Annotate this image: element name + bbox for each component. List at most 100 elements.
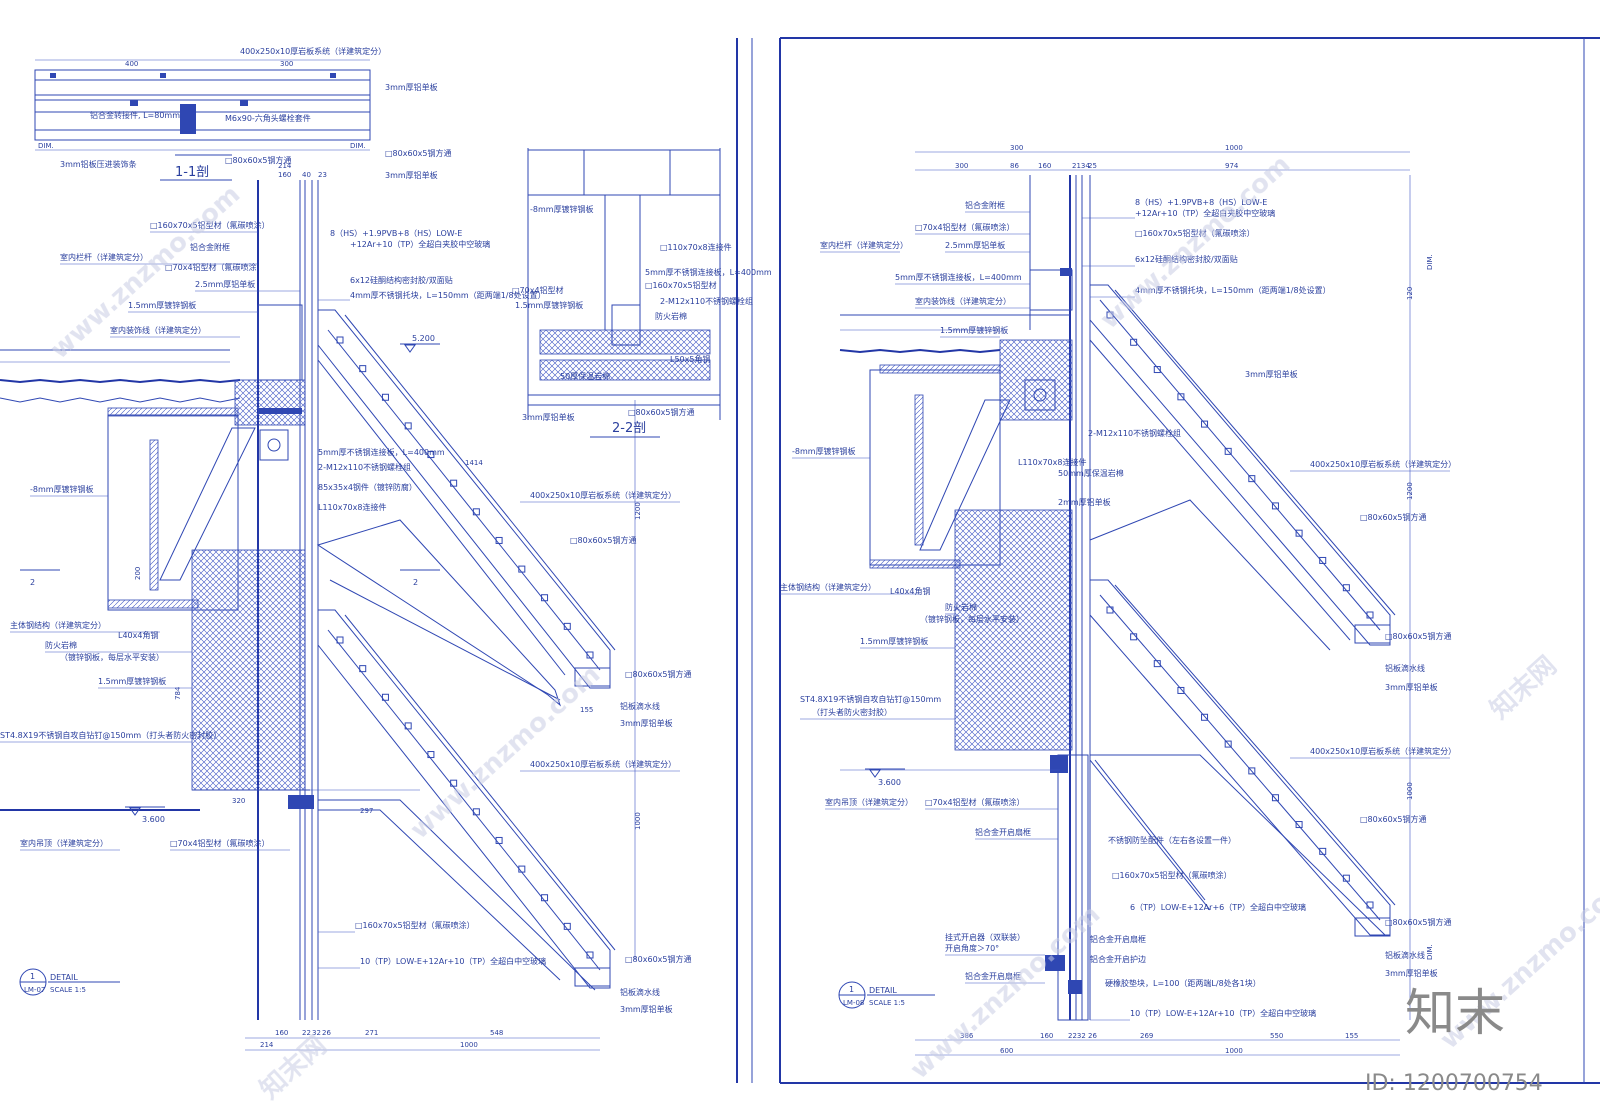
callout-label: □80x60x5钢方通 [628, 407, 694, 417]
diagonal-fin-upper [316, 309, 616, 707]
right-level-marker: 3.600 [865, 768, 905, 787]
right-detail-sheet: 300 1000 300 86 160 2134 25 974 386 160 … [780, 144, 1456, 1056]
right-main-section [839, 175, 1211, 1021]
detail-ref: LM-08 [843, 999, 864, 1007]
bolt-mark [1319, 556, 1327, 564]
callout-label: 开启角度＞70° [945, 943, 999, 953]
callout-label: □80x60x5钢方通 [385, 148, 451, 158]
dim-text: 300 [280, 60, 293, 68]
callout-label: 6（TP）LOW-E+12Ar+6（TP）全超白中空玻璃 [1130, 902, 1306, 912]
callout-label: 1.5mm厚镀锌钢板 [128, 300, 196, 310]
dim-text: 550 [1270, 1032, 1283, 1040]
dim-text: 23 [318, 171, 327, 179]
callout-label: □80x60x5钢方通 [1360, 512, 1426, 522]
callout-label: 1.5mm厚镀锌钢板 [98, 676, 166, 686]
bolt-mark [1342, 584, 1350, 592]
dim-text: 297 [360, 807, 373, 815]
callout-label: □110x70x8连接件 [660, 242, 732, 252]
bolt-mark [1319, 847, 1327, 855]
bolt-mark [1224, 447, 1232, 455]
callout-label: 2.5mm厚铝单板 [195, 279, 255, 289]
fin-bolt-marks [336, 336, 594, 959]
dim-text: 155 [1345, 1032, 1358, 1040]
dim-text: 160 [278, 171, 291, 179]
bolt-mark [1295, 821, 1303, 829]
callout-label: 硬橡胶垫块，L=100（距两端L/8处各1块） [1105, 978, 1261, 988]
dim-text: 1000 [1225, 144, 1243, 152]
right-right-callouts: 8（HS）+1.9PVB+8（HS）LOW-E +12Ar+10（TP）全超白夹… [1018, 198, 1456, 1021]
section-2-2-detail: 2-2剖 -8mm厚镀锌钢板 □110x70x8连接件 □70x4铝型材 5mm… [512, 148, 772, 438]
bolt-mark [1248, 767, 1256, 775]
bolt-mark [495, 536, 503, 544]
callout-label: □160x70x5铝型材（氟碳喷涂） [355, 920, 475, 930]
right-diagonal-fins [1089, 284, 1396, 937]
callout-label: 2mm厚铝单板 [1058, 497, 1111, 507]
callout-label: 400x250x10厚岩板系统（详建筑定分） [530, 759, 676, 769]
callout-label: □70x4铝型材（氟碳喷涂） [915, 222, 1015, 232]
callout-label: 4mm厚不锈钢托块，L=150mm（距两端1/8处设置） [1135, 285, 1331, 295]
dim-text: 2134 [1072, 162, 1090, 170]
brand-logo: 知末 [1405, 984, 1505, 1042]
bolt-mark [336, 636, 344, 644]
callout-label: 5mm厚不锈钢连接板，L=400mm [318, 447, 445, 457]
callout-label: □70x4铝型材（氟碳喷涂） [165, 262, 265, 272]
dim-text: 974 [1225, 162, 1239, 170]
dim-text: 40 [302, 171, 311, 179]
bolt-mark [1130, 338, 1138, 346]
callout-label: 2-M12x110不锈钢螺栓组 [318, 462, 411, 472]
detail-ref: LM-07 [24, 986, 45, 994]
watermark-text: www.znzmo.com [45, 179, 247, 365]
bolt-mark [336, 336, 344, 344]
dim-text: 200 [134, 567, 142, 580]
image-id: ID: 1200700754 [1365, 1071, 1543, 1096]
dim-text: 214 [278, 162, 292, 170]
bolt-mark [359, 365, 367, 373]
callout-label: （镀锌钢板，每层水平安装） [920, 614, 1024, 624]
bolt-mark [495, 836, 503, 844]
callout-label: 不锈钢防坠配件（左右各设置一件） [1108, 835, 1236, 845]
level-text: 5.200 [412, 334, 435, 343]
detail-bubble-right: 1 LM-08 DETAIL SCALE 1:5 [838, 981, 935, 1009]
callout-label: 50厚保温岩棉 [560, 371, 610, 381]
right-callouts: 8（HS）+1.9PVB+8（HS）LOW-E +12Ar+10（TP）全超白夹… [318, 229, 691, 1014]
dim-text: 86 [1010, 162, 1019, 170]
detail-scale: SCALE 1:5 [50, 986, 86, 994]
dim-text: 25 [1088, 162, 1097, 170]
detail-bubble-left: 1 LM-07 DETAIL SCALE 1:5 [19, 968, 120, 996]
callout-label: L40x4角钢 [890, 586, 930, 596]
callout-label: 室内栏杆（详建筑定分） [60, 252, 148, 262]
callout-label: -8mm厚镀锌钢板 [792, 446, 856, 456]
callout-label: L110x70x8连接件 [1018, 457, 1086, 467]
sheet-frames [736, 37, 1600, 1084]
callout-label: 3mm厚铝单板 [1245, 369, 1298, 379]
callout-label: 室内栏杆（详建筑定分） [820, 240, 908, 250]
bolt-mark [1201, 713, 1209, 721]
callout-label: □160x70x5铝型材（氟碳喷涂） [1135, 228, 1255, 238]
callout-label: +12Ar+10（TP）全超白夹胶中空玻璃 [1135, 208, 1275, 218]
callout-label: □160x70x5铝型材（氟碳喷涂） [1112, 870, 1232, 880]
callout-label: （镀锌钢板，每层水平安装） [60, 652, 164, 662]
bolt-mark [1153, 366, 1161, 374]
dim-text: DIM. [1426, 254, 1434, 270]
dim-text: 214 [260, 1041, 274, 1049]
bolt-mark [1366, 901, 1374, 909]
dim-text: 784 [174, 686, 182, 700]
callout-label: 2.5mm厚铝单板 [945, 240, 1005, 250]
callout-label: 400x250x10厚岩板系统（详建筑定分） [1310, 746, 1456, 756]
callout-label: 铝合金附框 [190, 242, 230, 252]
detail-title: DETAIL [869, 986, 897, 995]
callout-label: 铝板滴水线 [620, 987, 660, 997]
bolt-mark [472, 508, 480, 516]
callout-label: +12Ar+10（TP）全超白夹胶中空玻璃 [350, 239, 490, 249]
callout-label: 400x250x10厚岩板系统（详建筑定分） [240, 46, 386, 56]
callout-label: 4mm厚不锈钢托块，L=150mm（距两端1/8处设置） [350, 290, 546, 300]
callout-label: 主体钢结构（详建筑定分） [10, 620, 106, 630]
callout-label: L110x70x8连接件 [318, 502, 386, 512]
detail-title: DETAIL [50, 973, 78, 982]
dim-text: 300 [1010, 144, 1023, 152]
callout-label: 10（TP）LOW-E+12Ar+10（TP）全超白中空玻璃 [1130, 1008, 1316, 1018]
level-text: 3.600 [878, 778, 901, 787]
left-detail-sheet: 1-1剖 400 300 DIM. DIM. 400x250x10厚岩板系统（详… [0, 46, 772, 1051]
detail-scale: SCALE 1:5 [869, 999, 905, 1007]
callout-label: 8（HS）+1.9PVB+8（HS）LOW-E [330, 229, 462, 238]
